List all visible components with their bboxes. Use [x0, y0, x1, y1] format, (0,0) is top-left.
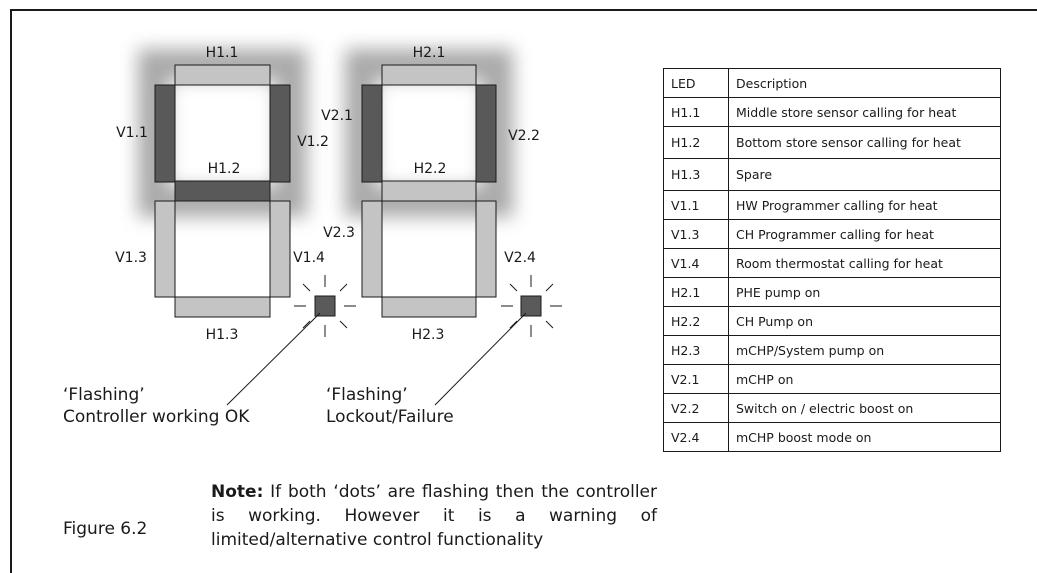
table-cell-led: H1.1 [663, 97, 729, 127]
table-cell-led: H2.1 [663, 277, 729, 307]
table-cell-description: CH Programmer calling for heat [728, 219, 1001, 249]
segment-v2-4 [475, 200, 497, 298]
table-cell-description: Middle store sensor calling for heat [728, 97, 1001, 127]
segment-v1-2 [269, 84, 291, 183]
segment-v1-3 [154, 200, 176, 298]
caption-dot-1-line1: ‘Flashing’ [63, 385, 145, 405]
frame-top-border [10, 9, 1037, 11]
caption-dot-2-line2: Lockout/Failure [326, 407, 454, 427]
table-header-description: Description [728, 68, 1001, 98]
digit2-glow [345, 49, 513, 217]
table-cell-led: V1.4 [663, 248, 729, 278]
label-v1-3: V1.3 [115, 250, 147, 266]
segment-v1-1 [154, 84, 176, 183]
label-v1-4: V1.4 [293, 250, 325, 266]
label-v1-2: V1.2 [297, 134, 329, 150]
label-h1-1: H1.1 [206, 45, 239, 61]
table-cell-led: H2.2 [663, 306, 729, 336]
table-cell-description: Room thermostat calling for heat [728, 248, 1001, 278]
dot-2-led [520, 295, 542, 317]
label-h2-2: H2.2 [414, 161, 447, 177]
segment-v2-1 [361, 84, 383, 183]
table-cell-description: Bottom store sensor calling for heat [728, 126, 1001, 159]
table-cell-led: V2.2 [663, 393, 729, 423]
table-header-led: LED [663, 68, 729, 98]
segment-v2-2 [475, 84, 497, 183]
segment-h1-2 [174, 180, 271, 202]
label-h1-2: H1.2 [208, 161, 241, 177]
pointer-line-2 [434, 312, 527, 406]
label-h1-3: H1.3 [206, 327, 239, 343]
digit1-glow [138, 49, 307, 217]
table-header-row: LED Description [663, 68, 1001, 98]
table-cell-led: H2.3 [663, 335, 729, 365]
label-h2-1: H2.1 [413, 45, 446, 61]
caption-dot-2-line1: ‘Flashing’ [326, 385, 408, 405]
label-v2-1: V2.1 [321, 108, 353, 124]
segment-h2-2 [381, 180, 477, 202]
segment-v1-4 [269, 200, 291, 298]
table-cell-description: mCHP/System pump on [728, 335, 1001, 365]
table-cell-description: Spare [728, 158, 1001, 191]
note-text: If both ‘dots’ are flashing then the con… [211, 482, 657, 550]
caption-dot-1-line2: Controller working OK [63, 407, 250, 427]
seven-segment-diagram: H1.1 V1.1 V1.2 H1.2 V1.3 V1.4 H1.3 H2.1 … [115, 45, 562, 406]
dot-1-led [314, 295, 336, 317]
table-cell-led: H1.2 [663, 126, 729, 159]
table-cell-description: mCHP on [728, 364, 1001, 394]
caption-dot-1: ‘Flashing’ Controller working OK [63, 384, 249, 428]
label-v2-3: V2.3 [323, 225, 355, 241]
note: Note: If both ‘dots’ are flashing then t… [211, 480, 657, 552]
table-cell-led: V1.1 [663, 190, 729, 220]
dot-2 [501, 275, 562, 337]
table-cell-led: H1.3 [663, 158, 729, 191]
table-cell-description: HW Programmer calling for heat [728, 190, 1001, 220]
digit-1 [154, 64, 291, 318]
figure-label: Figure 6.2 [63, 519, 148, 539]
table-cell-description: PHE pump on [728, 277, 1001, 307]
segment-v2-3 [361, 200, 383, 298]
table-cell-led: V2.4 [663, 422, 729, 452]
label-h2-3: H2.3 [412, 327, 445, 343]
label-v2-2: V2.2 [508, 128, 540, 144]
segment-h1-3 [174, 296, 271, 318]
frame-left-border [10, 9, 12, 573]
pointer-line-1 [226, 312, 321, 406]
segment-h2-3 [381, 296, 477, 318]
table-cell-led: V2.1 [663, 364, 729, 394]
caption-dot-2: ‘Flashing’ Lockout/Failure [326, 384, 454, 428]
table-cell-led: V1.3 [663, 219, 729, 249]
digit-2 [361, 64, 497, 318]
label-v2-4: V2.4 [504, 250, 536, 266]
table-cell-description: mCHP boost mode on [728, 422, 1001, 452]
note-bold-label: Note: [211, 482, 264, 502]
label-v1-1: V1.1 [116, 125, 148, 141]
segment-h1-1 [174, 64, 271, 86]
table-cell-description: Switch on / electric boost on [728, 393, 1001, 423]
dot-1 [294, 275, 356, 337]
table-cell-description: CH Pump on [728, 306, 1001, 336]
segment-h2-1 [381, 64, 477, 86]
